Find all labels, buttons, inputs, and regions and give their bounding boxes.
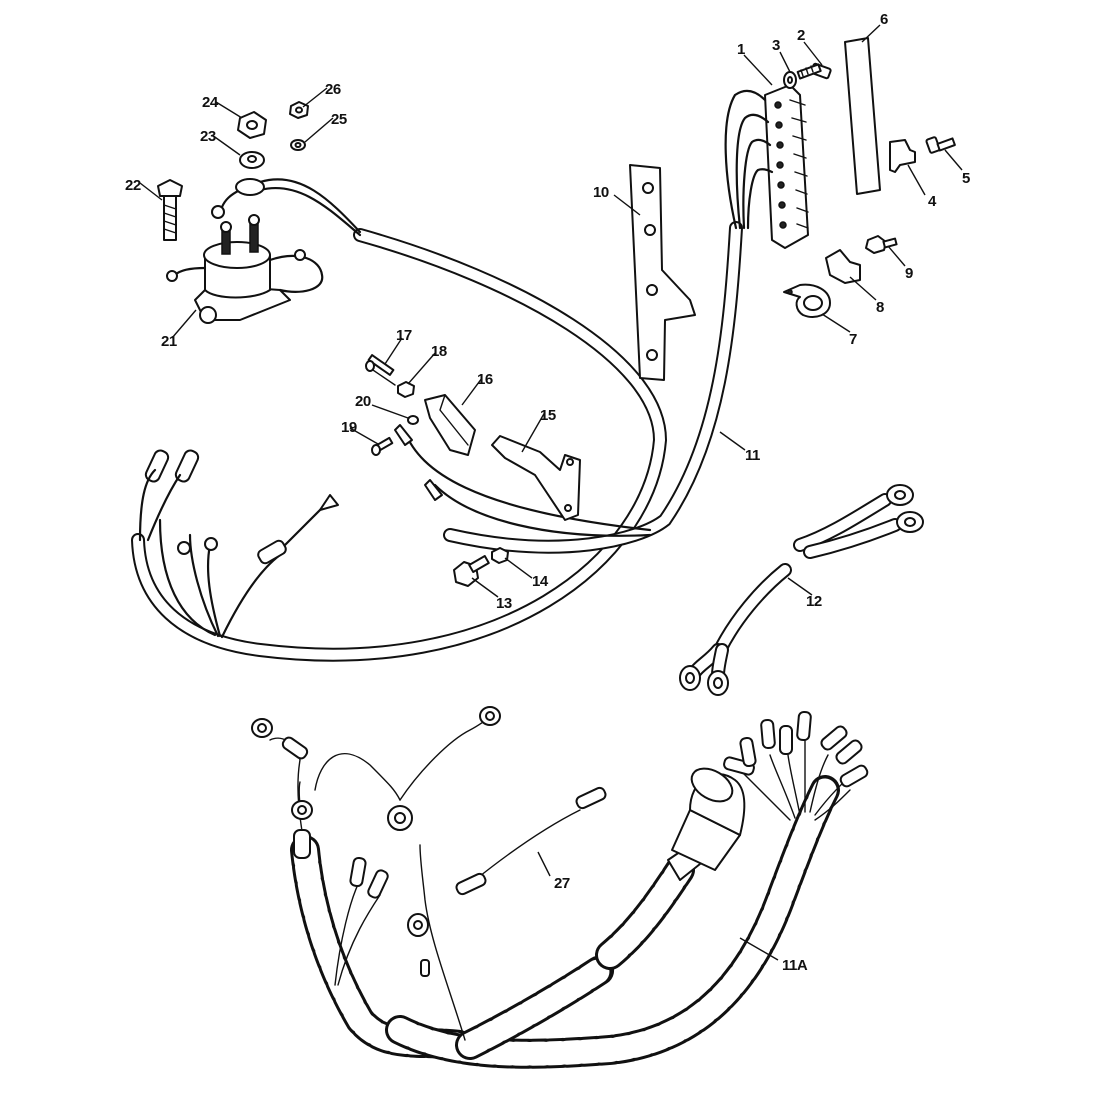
clip-screw [925,136,956,154]
callout-4: 4 [928,193,937,210]
main-wiring-harness [131,221,743,662]
hex-nut-large [237,111,267,139]
neutral-switch [394,394,652,537]
callout-11a: 11A [782,957,808,974]
jumper-wire [455,786,607,896]
switch-bolt [365,354,396,386]
callout-22: 22 [125,177,141,194]
callout-1: 1 [737,41,745,58]
callout-12: 12 [806,593,822,610]
callout-6: 6 [880,11,888,28]
callout-2: 2 [797,27,805,44]
switch-bracket [491,435,581,521]
callout-11: 11 [745,447,760,464]
callout-25: 25 [331,111,347,128]
terminal-screw [796,62,832,80]
switch-screw [371,436,394,456]
lock-washer-large [239,151,265,169]
terminal-mounting-bracket [629,164,696,381]
callout-9: 9 [905,265,913,282]
identification-strip [844,37,881,195]
solenoid-bolt [157,179,183,241]
harness-nut [491,547,509,564]
callout-23: 23 [200,128,216,145]
harness-screw [453,555,490,587]
callout-16: 16 [477,371,493,388]
callout-10: 10 [593,184,609,201]
callout-14: 14 [532,573,549,590]
clamp-bracket [825,249,861,284]
callout-27: 27 [554,875,570,892]
callout-24: 24 [202,94,219,111]
callout-19: 19 [341,419,357,436]
engine-wiring-harness [251,706,869,1069]
leader-lines [139,24,963,961]
callout-15: 15 [540,407,556,424]
switch-washer [407,415,419,425]
switch-nut [397,381,415,398]
cable-clamp [783,283,831,318]
callout-13: 13 [496,595,512,612]
callout-21: 21 [161,333,177,350]
lock-washer-small [290,139,306,151]
callout-20: 20 [355,393,371,410]
terminal-washer [783,71,797,89]
callout-7: 7 [849,331,857,348]
callout-18: 18 [431,343,447,360]
callout-labels: 1 2 3 4 5 6 7 8 9 10 11 12 13 14 15 16 1… [125,11,971,974]
callout-3: 3 [772,37,780,54]
mounting-clip [889,139,916,173]
callout-8: 8 [876,299,884,316]
starter-solenoid [166,178,362,324]
bracket-screw [865,235,898,254]
battery-cable [679,484,924,696]
callout-5: 5 [962,170,970,187]
callout-17: 17 [396,327,412,344]
callout-26: 26 [325,81,341,98]
